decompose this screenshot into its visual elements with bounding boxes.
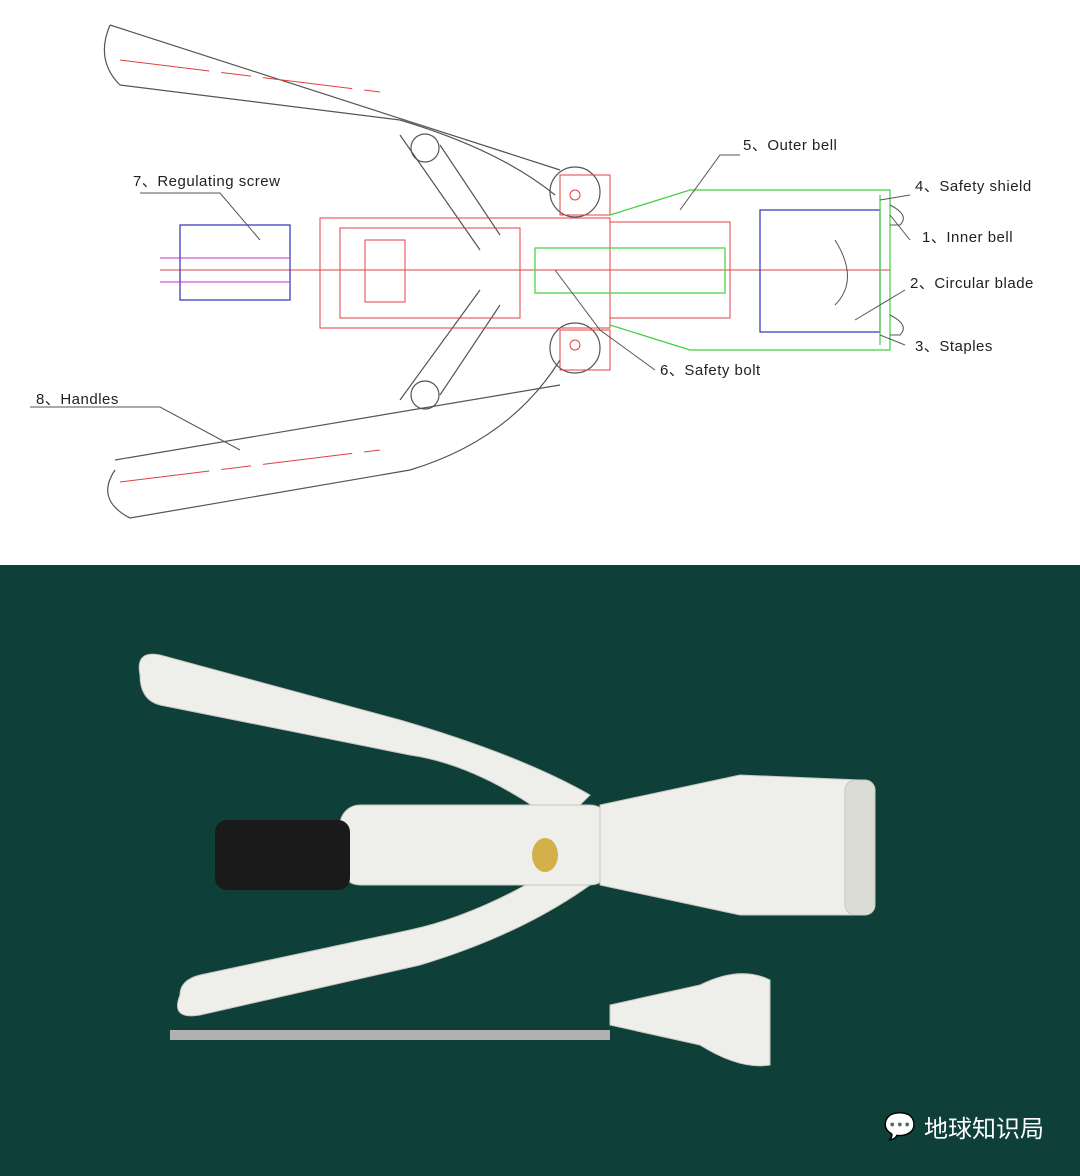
outer-bell [599,774,861,916]
label-safety-bolt: 6、Safety bolt [660,362,761,379]
schematic-drawing [30,24,911,519]
label-safety-shield: 4、Safety shield [915,178,1032,195]
upper-handle [103,24,556,196]
label-circular-blade: 2、Circular blade [910,275,1034,292]
label-inner-bell: 1、Inner bell [922,229,1014,246]
safety-bolt [532,838,558,872]
lower-handle [107,359,561,519]
stapler-body [339,804,611,886]
stapler-schematic-diagram: 7、Regulating screw 5、Outer bell 4、Safety… [0,0,1080,560]
label-outer-bell: 5、Outer bell [743,137,838,154]
label-staples: 3、Staples [915,338,993,355]
anvil [609,973,771,1067]
wechat-icon: 💬 [883,1111,916,1141]
regulating-knob [215,820,350,890]
center-rod [170,1030,610,1040]
label-regulating-screw: 7、Regulating screw [133,173,281,190]
stapler-photo-drawing [138,653,876,1067]
watermark-text: 地球知识局 [924,1116,1044,1143]
watermark: 💬 地球知识局 [884,1109,1044,1144]
upper-handle [138,653,591,826]
bell-rim [844,779,876,916]
stapler-photo: 💬 地球知识局 [0,565,1080,1176]
label-handles: 8、Handles [36,391,119,408]
